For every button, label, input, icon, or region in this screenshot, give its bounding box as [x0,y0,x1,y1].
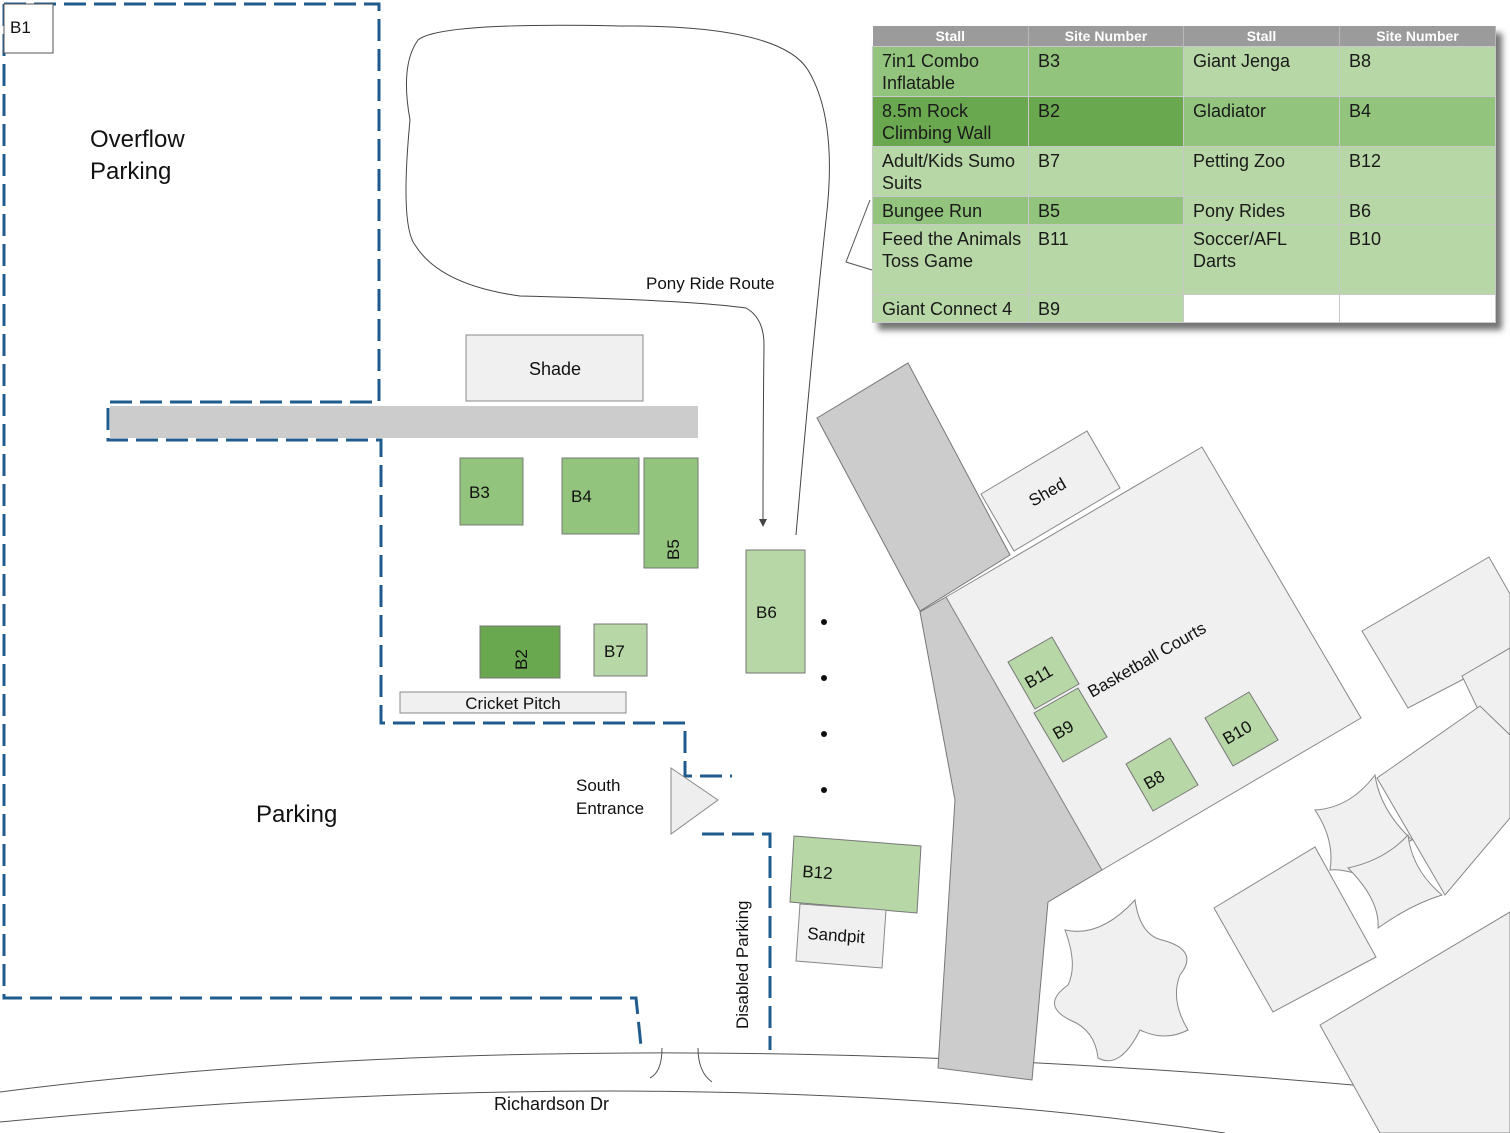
cricket-pitch-label: Cricket Pitch [465,694,560,713]
road-richardson-dr [0,1047,1510,1133]
legend-stall: Gladiator [1183,96,1340,147]
shade-structure: Shade [465,334,644,402]
site-b8: B8 [1125,737,1199,812]
site-b3-label: B3 [469,483,490,502]
legend-stall: 8.5m Rock Climbing Wall [872,96,1029,147]
parking-label: Parking [256,801,337,828]
legend-stall-empty [1183,294,1340,323]
legend-stall: Adult/Kids Sumo Suits [872,146,1029,197]
tree-star-shape-icon [1054,898,1189,1062]
site-b2: B2 [479,625,561,679]
legend-site: B8 [1339,46,1496,97]
legend-stall: Petting Zoo [1183,146,1340,197]
legend-stall: Giant Connect 4 [872,294,1029,323]
site-b12-label: B12 [802,862,834,883]
south-entrance-label-line1: South [576,776,620,795]
legend-stall: Soccer/AFL Darts [1183,224,1340,295]
legend-row: Adult/Kids Sumo Suits B7 Petting Zoo B12 [872,146,1496,197]
legend-site: B2 [1028,96,1184,147]
south-entrance-triangle-icon [670,767,719,835]
legend-stall: Giant Jenga [1183,46,1340,97]
legend-row: Feed the Animals Toss Game B11 Soccer/AF… [872,224,1496,295]
site-b9: B9 [1033,687,1108,763]
legend-site: B10 [1339,224,1496,295]
legend-pointer-line [845,199,873,271]
legend-site: B5 [1028,196,1184,225]
parking-boundary [2,2,772,1050]
legend-header-site: Site Number [1339,26,1496,47]
site-b1: B1 [3,3,54,54]
legend-header-stall: Stall [872,26,1029,47]
legend-stall: Pony Rides [1183,196,1340,225]
site-b12: B12 [789,835,922,914]
site-b2-label: B2 [512,649,531,670]
legend-site-empty [1339,294,1496,323]
legend-site: B12 [1339,146,1496,197]
legend-stall: Feed the Animals Toss Game [872,224,1029,295]
walkway-strip [110,406,698,438]
right-side-buildings [1213,556,1510,1133]
pony-ride-route-path [405,24,830,536]
site-b4: B4 [561,457,640,535]
sandpit: Sandpit [795,903,887,969]
overflow-parking-label-line2: Parking [90,158,171,185]
shed: Shed [980,430,1121,552]
site-b11: B11 [1007,636,1080,710]
overflow-parking-label-line1: Overflow [90,126,185,153]
cricket-pitch: Cricket Pitch [399,691,627,714]
disabled-parking-label: Disabled Parking [733,900,752,1029]
pony-ride-route-label: Pony Ride Route [646,274,775,293]
legend-site: B9 [1028,294,1184,323]
site-b6-label: B6 [756,603,777,622]
shade-label: Shade [529,359,581,379]
tree-cross-shape-icon-2 [1346,833,1444,930]
legend-stall: Bungee Run [872,196,1029,225]
site-b6: B6 [745,549,806,674]
building-upper [816,362,1011,612]
site-b10: B10 [1204,691,1279,767]
basketball-courts: Basketball Courts [945,446,1362,871]
site-b5-label: B5 [664,539,683,560]
legend-site: B6 [1339,196,1496,225]
legend-row: 7in1 Combo Inflatable B3 Giant Jenga B8 [872,46,1496,97]
legend-stall: 7in1 Combo Inflatable [872,46,1029,97]
legend-site: B7 [1028,146,1184,197]
site-b3: B3 [459,457,524,526]
route-arrowhead-icon [759,519,767,527]
stall-legend-table: Stall Site Number Stall Site Number 7in1… [872,26,1496,323]
sandpit-label: Sandpit [807,924,866,947]
site-b1-label: B1 [10,18,31,37]
legend-row: 8.5m Rock Climbing Wall B2 Gladiator B4 [872,96,1496,147]
legend-site: B4 [1339,96,1496,147]
road-label: Richardson Dr [494,1094,609,1114]
legend-site: B3 [1028,46,1184,97]
site-b5: B5 [643,457,699,569]
site-b7-label: B7 [604,642,625,661]
marker-dots [821,619,827,793]
south-entrance-label-line2: Entrance [576,799,644,818]
legend-row: Giant Connect 4 B9 [872,294,1496,323]
site-b4-label: B4 [571,487,592,506]
legend-row: Bungee Run B5 Pony Rides B6 [872,196,1496,225]
legend-site: B11 [1028,224,1184,295]
legend-header-stall: Stall [1183,26,1340,47]
legend-header-row: Stall Site Number Stall Site Number [872,26,1496,47]
legend-header-site: Site Number [1028,26,1184,47]
site-b7: B7 [593,623,648,677]
